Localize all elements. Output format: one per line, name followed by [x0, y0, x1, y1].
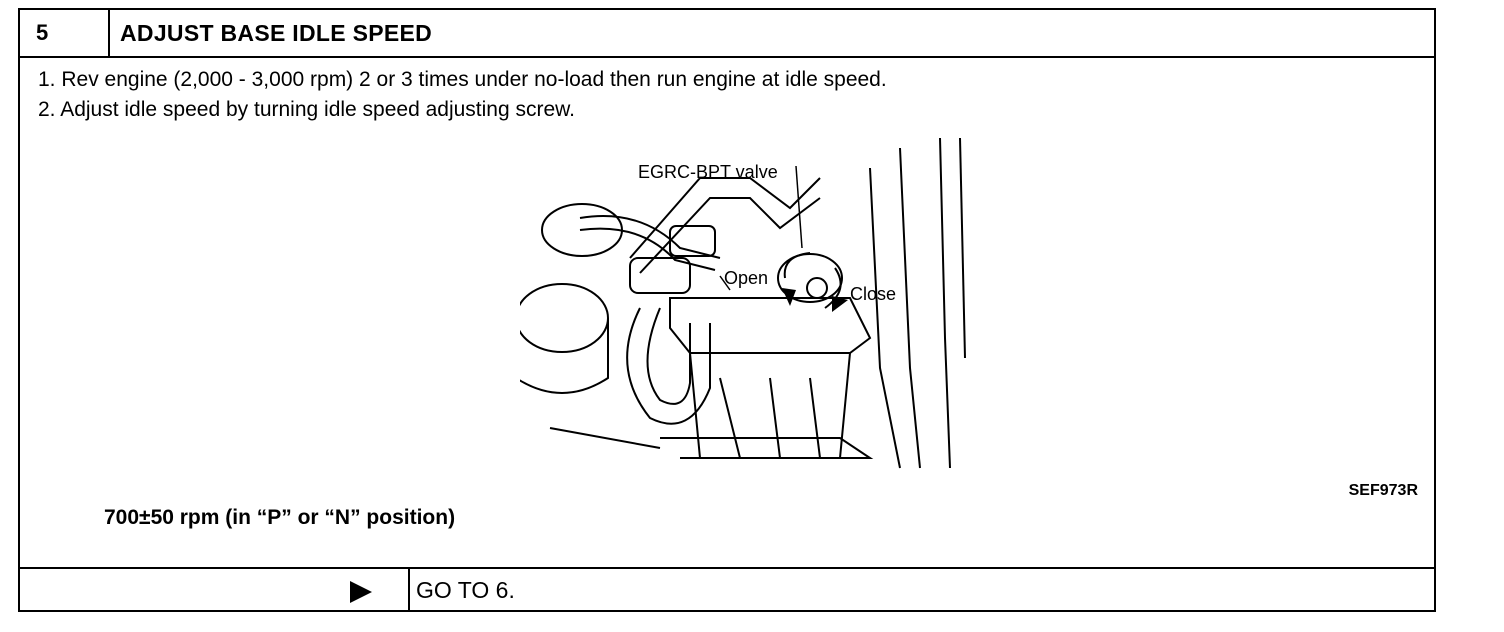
idle-speed-spec: 700±50 rpm (in “P” or “N” position) [104, 506, 456, 529]
valve-label: EGRC-BPT valve [638, 162, 778, 182]
procedure-box: 5 ADJUST BASE IDLE SPEED 1. Rev engine (… [18, 8, 1436, 612]
figure-code: SEF973R [1348, 482, 1418, 499]
step-title: ADJUST BASE IDLE SPEED [120, 20, 433, 46]
open-label: Open [724, 268, 768, 288]
engine-drawing: EGRC-BPT valve Open Close [515, 137, 966, 469]
instruction-1: 1. Rev engine (2,000 - 3,000 rpm) 2 or 3… [38, 68, 887, 91]
instruction-2: 2. Adjust idle speed by turning idle spe… [38, 98, 576, 121]
step-number: 5 [20, 10, 110, 56]
close-label: Close [850, 284, 896, 304]
footer-divider [408, 569, 410, 612]
play-arrow-icon [350, 581, 372, 603]
header-row: 5 ADJUST BASE IDLE SPEED [20, 10, 1434, 58]
engine-illustration: EGRC-BPT valve Open Close [515, 137, 970, 478]
goto-link[interactable]: GO TO 6. [416, 577, 515, 603]
footer-row: GO TO 6. [20, 567, 1434, 612]
